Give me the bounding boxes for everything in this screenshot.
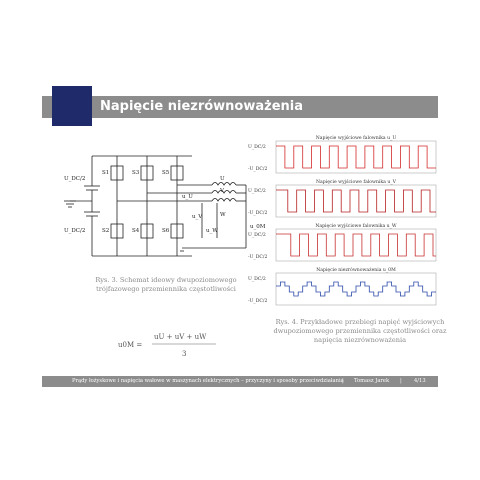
switch-label: S1	[102, 170, 109, 176]
waveform-bottom-label: -U_DC/2	[248, 210, 267, 216]
waveform-title: Napięcie wyjściowe falownika u_V	[316, 178, 397, 185]
figure-4-caption: Rys. 4. Przykładowe przebiegi napięć wyj…	[273, 318, 447, 344]
waveform-title: Napięcie niezrównoważenia u_0M	[316, 266, 396, 273]
inverter-schematic: U_DC/2 U_DC/2 S1 S3 S5 S2 S4 S6 U V W u_…	[64, 155, 266, 257]
footer-separator: |	[400, 378, 402, 384]
waveform-top-label: U_DC/2	[248, 188, 266, 194]
waveform-top-label: U_DC/2	[248, 232, 266, 238]
title-accent-square	[52, 86, 92, 126]
waveform-title: Napięcie wyjściowe falownika u_W	[315, 222, 397, 229]
waveform-bottom-label: -U_DC/2	[248, 298, 267, 304]
formula-denominator: 3	[182, 350, 186, 358]
waveform-bottom-label: -U_DC/2	[248, 254, 267, 260]
waveform-trace	[276, 281, 436, 297]
waveform-trace	[276, 233, 436, 257]
switch-label: S2	[102, 228, 109, 234]
udc-bottom-label: U_DC/2	[64, 228, 85, 234]
phase-label: U	[220, 176, 225, 182]
waveform-top-label: U_DC/2	[248, 276, 266, 282]
waveform-bottom-label: -U_DC/2	[248, 166, 267, 172]
waveform-trace	[276, 145, 436, 169]
page-number: 4/13	[414, 378, 426, 384]
formula-numerator: uU + uV + uW	[154, 333, 207, 341]
waveform-trace	[276, 189, 436, 213]
waveform-title: Napięcie wyjściowe falownika u_U	[316, 134, 397, 141]
waveform-top-label: U_DC/2	[248, 144, 266, 150]
switch-label: S4	[132, 228, 140, 234]
figure-3-caption: Rys. 3. Schemat ideowy dwupoziomowego tr…	[95, 276, 237, 293]
voltage-label: u_V	[192, 214, 203, 220]
switch-label: S6	[162, 228, 170, 234]
footer-author: Tomasz Jarek	[354, 378, 390, 384]
switch-label: S5	[162, 170, 170, 176]
formula-lhs: u0M =	[118, 341, 142, 349]
footer-separator: |	[342, 378, 344, 384]
phase-label: V	[219, 188, 225, 194]
udc-top-label: U_DC/2	[64, 176, 85, 182]
switch-label: S3	[132, 170, 140, 176]
phase-label: W	[220, 212, 226, 218]
voltage-label: u_W	[206, 228, 218, 234]
title-bar	[42, 96, 438, 118]
unbalance-voltage-formula: u0M = uU + uV + uW 3	[118, 333, 216, 358]
footer-text: Prądy łożyskowe i napięcia wałowe w masz…	[72, 378, 344, 384]
slide-title: Napięcie niezrównoważenia	[100, 99, 304, 114]
waveform-plots: Napięcie wyjściowe falownika u_U U_DC/2 -U…	[248, 134, 437, 306]
footer-bar: Prądy łożyskowe i napięcia wałowe w masz…	[42, 376, 438, 387]
voltage-label: u_U	[182, 194, 193, 200]
voltage-label: u_0M	[250, 224, 266, 230]
